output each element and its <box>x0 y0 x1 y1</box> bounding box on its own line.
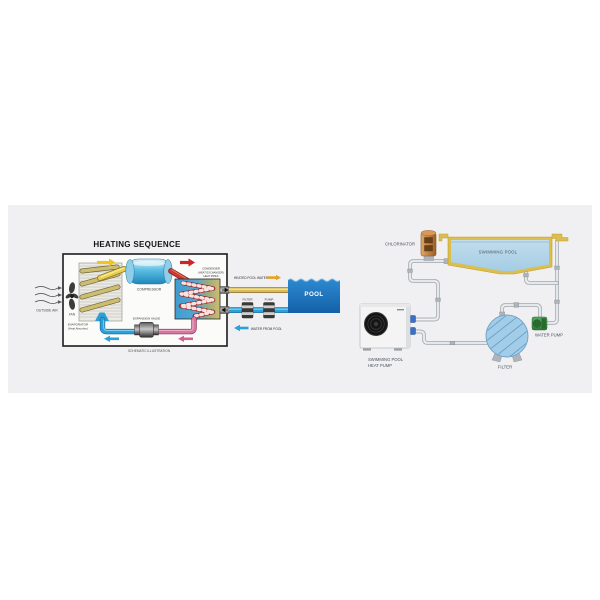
expansion-valve-label: EXPANSION VALVE <box>133 317 160 321</box>
compressor <box>125 258 173 285</box>
pink-flow-arrow-icon <box>178 335 193 342</box>
pool-label: POOL <box>304 291 323 298</box>
heat-pump-label-2: HEAT PUMP <box>368 363 392 368</box>
pool-deck-left-icon <box>438 233 449 242</box>
inline-filter-label: FILTER <box>242 298 253 302</box>
inline-filter <box>241 302 254 319</box>
heating-sequence-diagram: HEATING SEQUENCE OUTSIDE AIR FAN <box>34 240 341 353</box>
swimming-pool <box>438 233 569 275</box>
evaporator-label-1: EVAPORATOR <box>68 323 89 327</box>
heated-pool-water-label: HEATED POOL WATER <box>234 276 269 280</box>
water-from-pool-label: WATER FROM POOL <box>251 327 282 331</box>
heat-pump-unit <box>359 303 416 351</box>
condenser <box>174 278 221 322</box>
blue-return-pipe <box>99 316 139 335</box>
blue-flow-arrow-icon <box>104 335 119 342</box>
filter-tank <box>485 314 529 363</box>
condenser-ports <box>219 286 230 314</box>
expansion-valve <box>134 322 159 338</box>
compressor-label: COMPRESSOR <box>137 288 162 292</box>
water-pump <box>531 316 548 331</box>
inline-pump <box>263 302 275 319</box>
condenser-label-2: (HEAT EXCHANGER) <box>198 270 224 274</box>
pool-return-pipe <box>229 307 291 313</box>
yellow-flow-arrow-icon <box>97 258 116 267</box>
pipe-fittings <box>407 258 560 345</box>
fan-label: FAN <box>69 313 76 317</box>
plumbing-diagram: SWIMMING POOL CHLORINATOR <box>359 230 569 370</box>
outside-air-arrows-icon <box>34 285 63 305</box>
heated-water-arrow-icon <box>268 274 281 281</box>
heat-pump-fan-icon <box>364 312 388 336</box>
red-flow-arrow-icon <box>180 258 195 267</box>
condenser-label-1: CONDENSER <box>202 267 220 271</box>
water-pump-label: WATER PUMP <box>535 333 563 338</box>
filter-label: FILTER <box>498 365 512 370</box>
swimming-pool-label: SWIMMING POOL <box>479 250 518 255</box>
inline-pump-label: PUMP <box>265 298 274 302</box>
evaporator-label-2: (Heat Absorber) <box>68 327 88 331</box>
pool-tank <box>287 278 341 313</box>
schematic-caption: SCHEMATIC ILLUSTRATION <box>128 349 171 353</box>
return-line-pipe <box>408 259 451 322</box>
condenser-coil-icon <box>178 280 216 322</box>
heated-water-pipe <box>229 287 291 293</box>
heat-pump-label-1: SWIMMING POOL <box>368 357 404 362</box>
liquid-pipe <box>154 316 197 335</box>
suction-pipe <box>97 266 127 281</box>
outside-air-label: OUTSIDE AIR <box>36 309 58 313</box>
water-from-pool-arrow-icon <box>234 324 249 332</box>
heating-sequence-title: HEATING SEQUENCE <box>93 240 181 249</box>
fan-icon <box>65 282 79 310</box>
chlorinator-label: CHLORINATOR <box>385 242 415 247</box>
chlorinator <box>420 230 437 261</box>
condenser-label-3: HEAT PIPES <box>203 274 218 278</box>
pool-deck-right-icon <box>551 233 569 242</box>
